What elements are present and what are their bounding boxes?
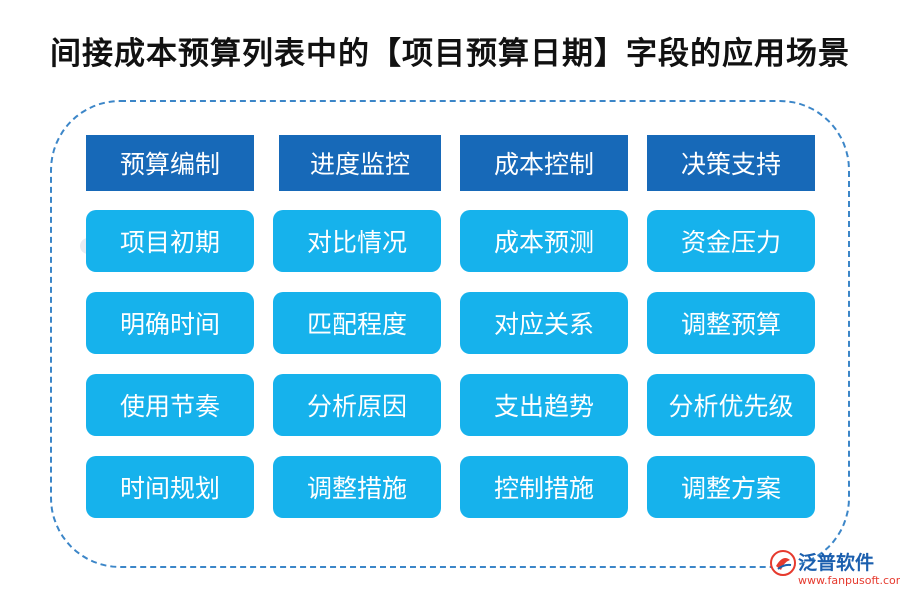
scenario-cell: 分析原因 xyxy=(273,374,441,436)
scenario-cell: 对比情况 xyxy=(273,210,441,272)
scenario-cell: 资金压力 xyxy=(647,210,815,272)
page-title: 间接成本预算列表中的【项目预算日期】字段的应用场景 xyxy=(50,36,850,72)
logo-name: 泛普软件 xyxy=(798,552,875,574)
scenario-cell: 支出趋势 xyxy=(460,374,628,436)
fanpu-logo-icon xyxy=(770,550,796,576)
scenario-cell: 对应关系 xyxy=(460,292,628,354)
column-header: 决策支持 xyxy=(647,135,815,191)
scenario-cell: 使用节奏 xyxy=(86,374,254,436)
scenario-cell: 成本预测 xyxy=(460,210,628,272)
company-logo: 泛普软件 www.fanpusoft.com xyxy=(770,548,900,592)
column-header: 成本控制 xyxy=(460,135,628,191)
dashed-frame xyxy=(50,100,850,568)
scenario-cell: 匹配程度 xyxy=(273,292,441,354)
column-header: 预算编制 xyxy=(86,135,254,191)
scenario-cell: 分析优先级 xyxy=(647,374,815,436)
scenario-cell: 项目初期 xyxy=(86,210,254,272)
logo-url: www.fanpusoft.com xyxy=(798,574,900,587)
scenario-cell: 明确时间 xyxy=(86,292,254,354)
scenario-cell: 控制措施 xyxy=(460,456,628,518)
scenario-cell: 调整方案 xyxy=(647,456,815,518)
scenario-cell: 时间规划 xyxy=(86,456,254,518)
column-header: 进度监控 xyxy=(279,135,441,191)
scenario-cell: 调整措施 xyxy=(273,456,441,518)
scenario-cell: 调整预算 xyxy=(647,292,815,354)
